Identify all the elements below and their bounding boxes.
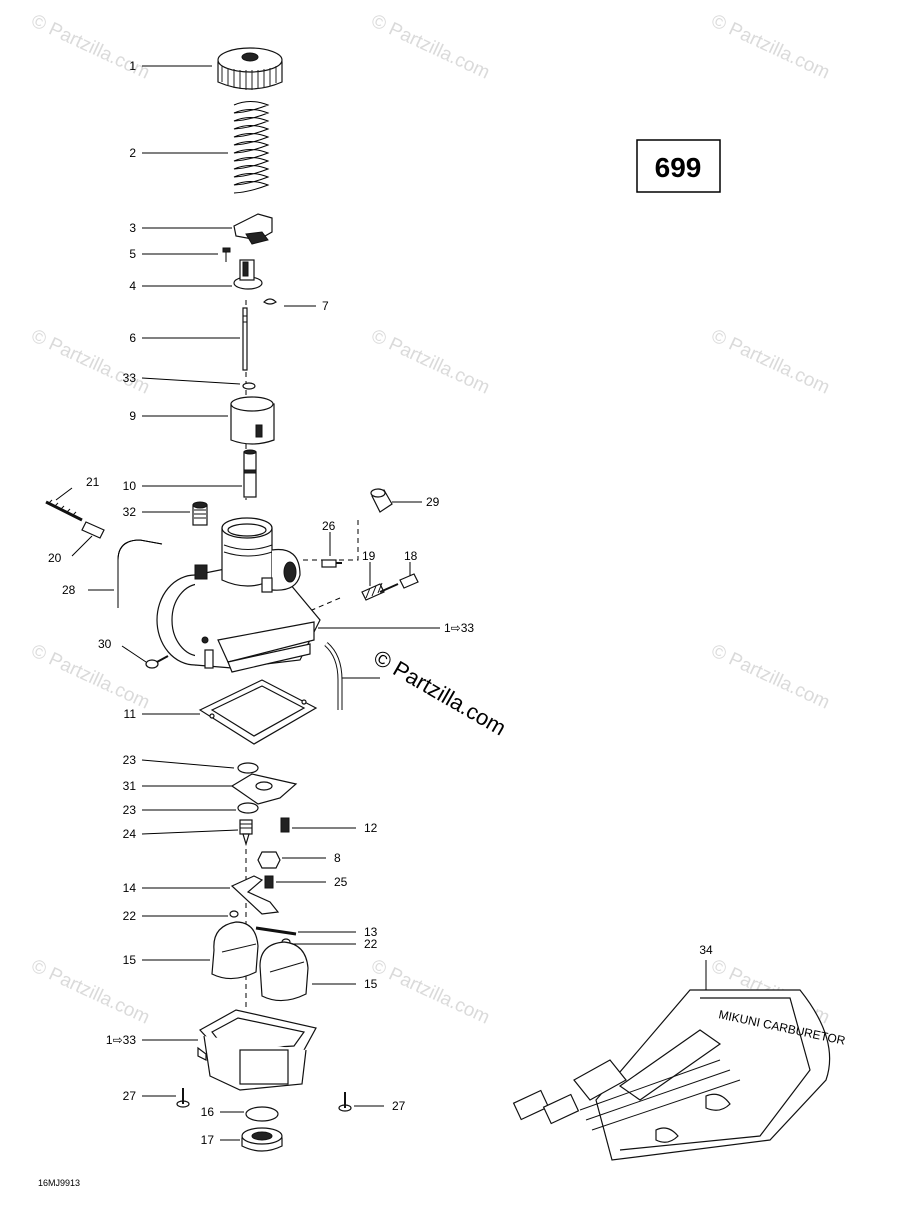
cable-bracket <box>233 213 273 245</box>
leader-lines <box>55 65 707 1141</box>
vent-hose-left <box>117 539 163 608</box>
tool-kit: MIKUNI CARBURETOR <box>512 989 847 1161</box>
callout-label: 1⇨33 <box>444 621 474 635</box>
jet-holder <box>264 875 274 889</box>
callout-label: 15 <box>364 977 378 991</box>
pilot-plug <box>192 501 208 526</box>
callout-label: 33 <box>123 371 137 385</box>
callout-label: 5 <box>129 247 136 261</box>
throttle-spring <box>233 101 270 194</box>
callout-label: 22 <box>123 909 137 923</box>
callout-label: 16 <box>201 1105 215 1119</box>
callout-label: 9 <box>129 409 136 423</box>
pilot-jet <box>280 817 290 833</box>
callout-label: 20 <box>48 551 62 565</box>
callout-label: 34 <box>699 943 713 957</box>
float-pin-cap <box>229 910 239 918</box>
callout-label: 15 <box>123 953 137 967</box>
callout-label: 4 <box>129 279 136 293</box>
needle-jet <box>243 449 257 498</box>
watermark: © Partzilla.com <box>28 640 153 713</box>
callout-label: 10 <box>123 479 137 493</box>
float-bowl <box>197 1009 317 1091</box>
callout-label: 1 <box>129 59 136 73</box>
callout-label: 6 <box>129 331 136 345</box>
baffle-plate <box>230 773 298 805</box>
needle-plate <box>233 259 263 290</box>
choke-cap <box>370 488 393 513</box>
callout-label: 23 <box>123 753 137 767</box>
callout-label: 26 <box>322 519 336 533</box>
callout-label: 24 <box>123 827 137 841</box>
main-jet <box>257 851 281 869</box>
assembly-axis <box>300 520 359 561</box>
watermark: © Partzilla.com <box>708 640 833 713</box>
callout-label: 27 <box>392 1099 406 1113</box>
page-number: 699 <box>655 152 702 183</box>
watermark: © Partzilla.com <box>708 10 833 83</box>
idle-spring <box>361 582 385 601</box>
o-ring <box>237 762 259 774</box>
callout-label: 25 <box>334 875 348 889</box>
callout-label: 1⇨33 <box>106 1033 136 1047</box>
watermark: © Partzilla.com <box>368 955 493 1028</box>
float-right <box>259 941 309 1002</box>
callout-label: 7 <box>322 299 329 313</box>
watermark: © Partzilla.com <box>368 325 493 398</box>
callout-label: 18 <box>404 549 418 563</box>
callout-label: 29 <box>426 495 440 509</box>
watermark: © Partzilla.com <box>708 325 833 398</box>
starter-plunger <box>321 559 342 568</box>
callout-label: 22 <box>364 937 378 951</box>
callout-label: 2 <box>129 146 136 160</box>
watermark: © Partzilla.com <box>368 10 493 83</box>
callout-label: 8 <box>334 851 341 865</box>
float-left <box>211 921 259 980</box>
throttle-stop-screw <box>379 573 419 593</box>
callout-label: 14 <box>123 881 137 895</box>
o-ring <box>237 802 259 814</box>
callout-label: 19 <box>362 549 376 563</box>
center-watermark: © Partzilla.com <box>370 645 511 741</box>
callout-label: 27 <box>123 1089 137 1103</box>
callout-label: 28 <box>62 583 76 597</box>
mixing-chamber-cap <box>217 47 283 90</box>
air-screw <box>45 499 105 539</box>
carburetor-body <box>156 517 321 673</box>
callout-label: 30 <box>98 637 112 651</box>
callout-label: 12 <box>364 821 378 835</box>
callout-label: 21 <box>86 475 100 489</box>
callout-label: 32 <box>123 505 137 519</box>
bowl-screw-right <box>338 1092 352 1112</box>
drawing-code: 16MJ9913 <box>38 1178 80 1188</box>
float-arm <box>230 875 280 915</box>
throttle-valve <box>230 396 275 445</box>
callout-label: 13 <box>364 925 378 939</box>
plate-screw <box>222 247 231 262</box>
needle-washer <box>242 382 256 390</box>
jet-needle <box>242 307 248 371</box>
drain-o-ring <box>245 1106 279 1122</box>
bowl-screw-left <box>176 1088 190 1108</box>
page-number-badge: 699 <box>636 139 721 193</box>
body-screw <box>145 655 169 669</box>
callout-labels: 1 2 3 5 4 7 6 33 9 10 21 32 29 26 19 18 … <box>48 59 713 1147</box>
float-pin <box>255 926 297 936</box>
callout-label: 3 <box>129 221 136 235</box>
callout-label: 17 <box>201 1133 215 1147</box>
drain-plug <box>241 1127 283 1152</box>
e-clip <box>263 298 277 305</box>
assembly-axis <box>311 597 341 611</box>
callout-label: 31 <box>123 779 137 793</box>
callout-label: 11 <box>124 707 137 721</box>
needle-valve <box>239 819 253 847</box>
callout-label: 23 <box>123 803 137 817</box>
float-bowl-gasket <box>198 679 318 745</box>
